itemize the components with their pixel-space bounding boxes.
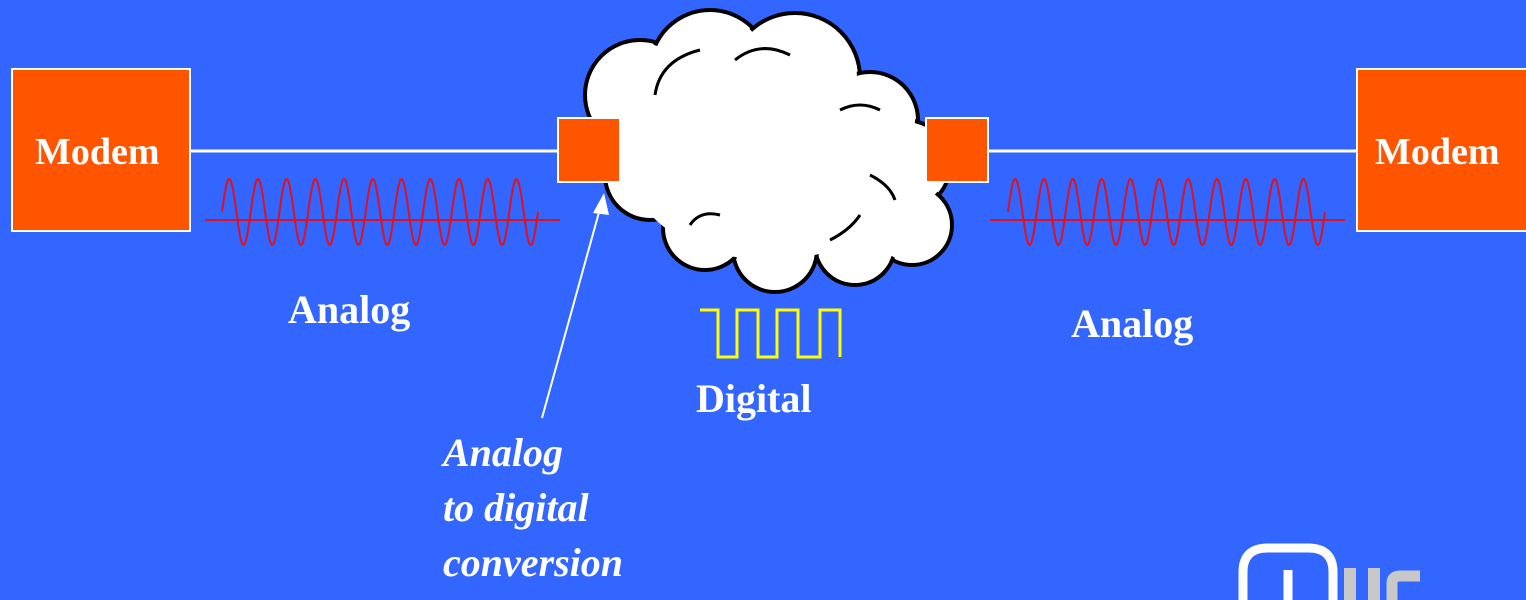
right-analog-label: Analog — [1071, 301, 1194, 346]
right-modem-box — [1356, 68, 1526, 232]
right-analog-wave — [990, 177, 1345, 247]
conversion-annotation: Analog to digital conversion — [443, 425, 623, 590]
network-cloud — [583, 8, 954, 294]
right-modem-label: Modem — [1375, 131, 1500, 173]
annotation-line-3: conversion — [443, 540, 623, 585]
digital-wave — [700, 308, 842, 359]
left-converter-box — [557, 117, 621, 183]
digital-label: Digital — [696, 376, 812, 421]
left-analog-wave — [205, 177, 560, 247]
annotation-line-2: to digital — [443, 485, 589, 530]
annotation-line-1: Analog — [443, 430, 564, 475]
left-analog-label: Analog — [288, 287, 411, 332]
annotation-arrow — [541, 193, 609, 419]
right-converter-box — [925, 117, 989, 183]
left-modem-label: Modem — [35, 131, 160, 173]
left-modem-box — [11, 68, 191, 232]
company-logo — [1238, 543, 1420, 600]
